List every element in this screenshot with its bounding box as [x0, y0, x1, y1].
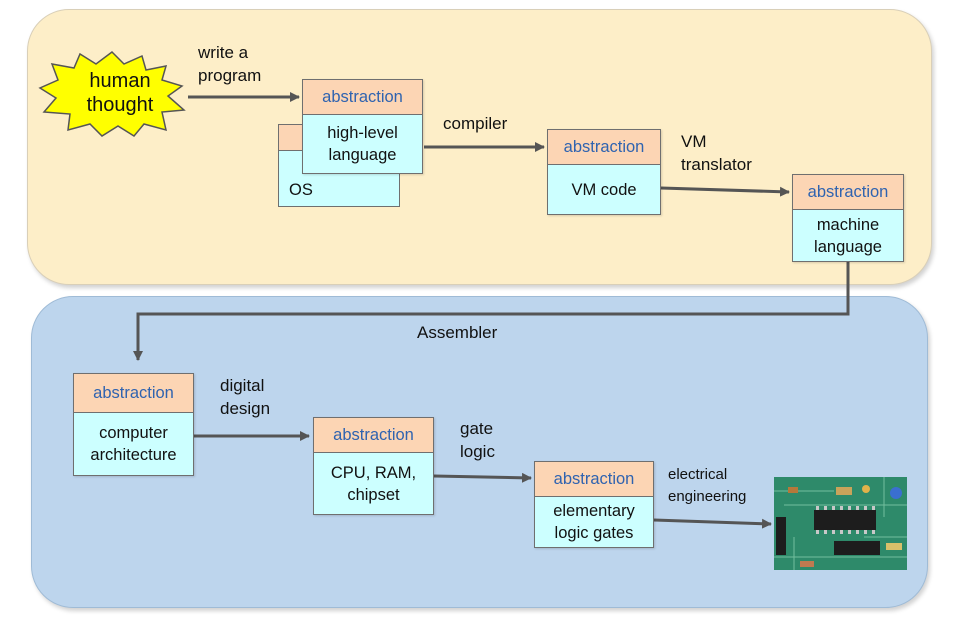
- os-box-label: OS: [289, 181, 313, 199]
- high-level-language-header: abstraction: [303, 80, 422, 115]
- computer-architecture-label: computer architecture: [90, 424, 177, 464]
- high-level-language-box: abstraction high-level language: [302, 79, 423, 174]
- gate-logic-label: gate logic: [460, 419, 495, 461]
- computer-architecture-box: abstraction computer architecture: [73, 373, 194, 476]
- cpu-ram-chipset-label: CPU, RAM, chipset: [330, 463, 417, 504]
- machine-language-box: abstraction machine language: [792, 174, 904, 262]
- cpu-ram-chipset-box: abstraction CPU, RAM, chipset: [313, 417, 434, 515]
- write-program-label: write a program: [198, 43, 262, 85]
- computer-architecture-header: abstraction: [74, 374, 193, 413]
- os-box-header: [279, 125, 304, 151]
- circuit-board-photo: [774, 477, 907, 570]
- arrow-assembler: [133, 262, 850, 361]
- machine-language-header: abstraction: [793, 175, 903, 210]
- high-level-language-label: high-level language: [327, 124, 398, 164]
- vm-code-box: abstraction VM code: [547, 129, 661, 215]
- arrow-vm-translator: [660, 186, 790, 197]
- human-thought-text: human thought: [86, 70, 154, 116]
- vm-translator-label: VM translator: [681, 132, 752, 174]
- logic-gates-box: abstraction elementary logic gates: [534, 461, 654, 548]
- vm-code-header: abstraction: [548, 130, 660, 165]
- logic-gates-header: abstraction: [535, 462, 653, 497]
- machine-language-label: machine language: [814, 215, 882, 256]
- vm-code-label: VM code: [571, 180, 637, 199]
- arrow-electrical-engineering: [653, 518, 772, 529]
- digital-design-label: digital design: [220, 376, 271, 418]
- cpu-ram-chipset-header: abstraction: [314, 418, 433, 453]
- compiler-label: compiler: [443, 114, 508, 133]
- logic-gates-label: elementary logic gates: [553, 502, 635, 542]
- human-thought-burst: [38, 51, 186, 137]
- electrical-engineering-label: electrical engineering: [668, 466, 747, 505]
- assembler-label: Assembler: [417, 323, 498, 342]
- arrow-gate-logic: [433, 472, 532, 483]
